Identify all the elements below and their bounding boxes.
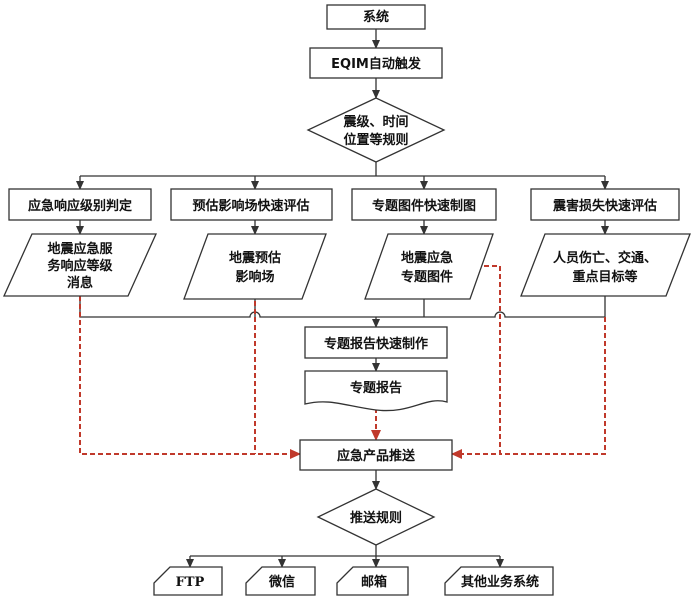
impact-field-line-1: 地震预估 <box>229 250 281 266</box>
node-product-push: 应急产品推送 <box>299 439 453 471</box>
node-casualties: 人员伤亡、交通、 重点目标等 <box>520 233 691 297</box>
push-from-response-message <box>79 296 301 459</box>
line-collector <box>79 296 606 318</box>
product-push-label: 应急产品推送 <box>337 448 416 464</box>
channel-email-label: 邮箱 <box>361 574 387 590</box>
channel-ftp: FTP <box>153 566 223 596</box>
decision-rules-line-2: 位置等规则 <box>343 132 408 148</box>
report-production-label: 专题报告快速制作 <box>324 336 428 352</box>
node-report-production: 专题报告快速制作 <box>304 326 448 359</box>
impact-field-line-2: 影响场 <box>235 269 274 285</box>
push-from-thematic-maps <box>451 265 501 459</box>
flow-connectors <box>76 29 609 568</box>
response-message-line-3: 消息 <box>67 275 93 291</box>
thematic-map-label: 专题图件快速制图 <box>372 198 476 214</box>
push-from-casualties <box>500 317 606 455</box>
channel-wechat: 微信 <box>245 566 316 596</box>
channel-other-label: 其他业务系统 <box>461 574 539 590</box>
node-eqim-trigger: EQIM自动触发 <box>309 47 443 79</box>
channel-wechat-label: 微信 <box>268 574 295 590</box>
node-impact-assessment: 预估影响场快速评估 <box>170 188 333 221</box>
node-loss-assessment: 震害损失快速评估 <box>530 188 680 221</box>
node-push-rules: 推送规则 <box>316 488 436 546</box>
channel-other-systems: 其他业务系统 <box>444 566 554 596</box>
node-impact-field: 地震预估 影响场 <box>183 233 327 300</box>
node-eqim-label: EQIM自动触发 <box>331 56 422 72</box>
channel-email: 邮箱 <box>336 566 409 596</box>
node-thematic-maps: 地震应急 专题图件 <box>364 233 494 300</box>
loss-assessment-label: 震害损失快速评估 <box>552 198 657 214</box>
node-decision-rules: 震级、时间 位置等规则 <box>306 97 446 163</box>
node-response-message: 地震应急服 务响应等级 消息 <box>2 233 158 297</box>
casualties-line-2: 重点目标等 <box>572 269 637 285</box>
report-label: 专题报告 <box>350 380 402 396</box>
thematic-maps-line-2: 专题图件 <box>401 269 453 285</box>
node-system: 系统 <box>326 4 426 30</box>
node-system-label: 系统 <box>363 9 389 25</box>
response-level-label: 应急响应级别判定 <box>28 198 132 214</box>
decision-rules-line-1: 震级、时间 <box>342 114 408 130</box>
response-message-line-1: 地震应急服 <box>47 241 113 257</box>
node-report: 专题报告 <box>304 370 448 412</box>
response-message-line-2: 务响应等级 <box>47 258 113 274</box>
channel-ftp-label: FTP <box>176 575 205 590</box>
thematic-maps-line-1: 地震应急 <box>401 250 453 266</box>
push-rules-label: 推送规则 <box>350 510 402 526</box>
casualties-line-1: 人员伤亡、交通、 <box>553 250 657 266</box>
node-thematic-map: 专题图件快速制图 <box>351 188 497 221</box>
impact-assessment-label: 预估影响场快速评估 <box>192 198 309 214</box>
node-response-level: 应急响应级别判定 <box>8 188 152 221</box>
push-connectors <box>79 265 606 459</box>
